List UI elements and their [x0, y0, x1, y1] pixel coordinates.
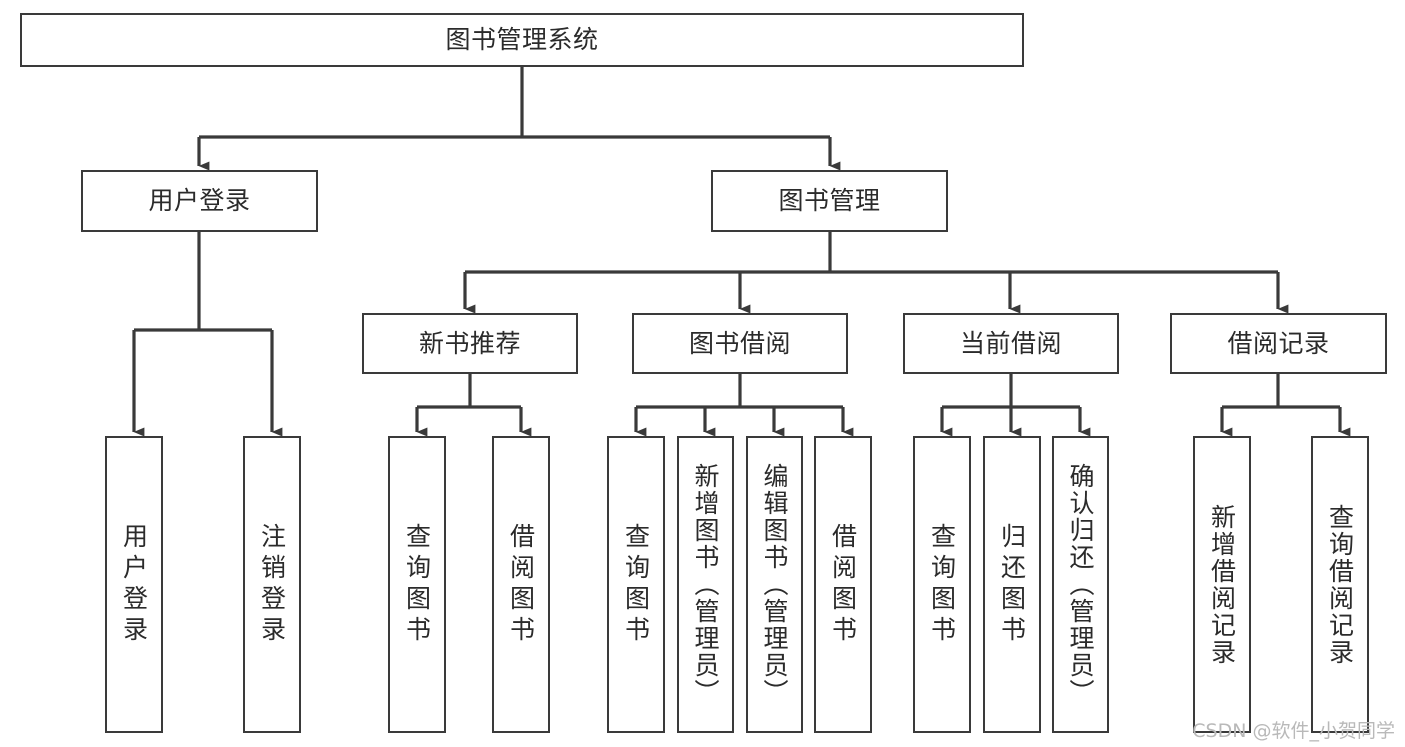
- node-root-book-management-system[interactable]: 图书管理系统: [20, 13, 1024, 67]
- node-label: 图书管理: [778, 186, 881, 215]
- node-label: 新增借阅记录: [1207, 503, 1237, 666]
- leaf-add-borrow-record[interactable]: 新增借阅记录: [1193, 436, 1251, 733]
- node-label: 用户登录: [119, 522, 149, 647]
- node-label: 归还图书: [997, 522, 1027, 647]
- leaf-confirm-return-admin[interactable]: 确认归还（管理员）: [1052, 436, 1109, 733]
- node-label: 图书管理系统: [445, 25, 599, 54]
- node-label: 新增图书（管理员）: [691, 463, 720, 706]
- node-book-management[interactable]: 图书管理: [711, 170, 948, 232]
- leaf-query-book-current[interactable]: 查询图书: [913, 436, 971, 733]
- node-book-borrow[interactable]: 图书借阅: [632, 313, 848, 374]
- node-label: 当前借阅: [959, 328, 1062, 358]
- node-label: 借阅记录: [1227, 328, 1330, 358]
- leaf-query-book-recommend[interactable]: 查询图书: [388, 436, 446, 733]
- leaf-borrow-book[interactable]: 借阅图书: [814, 436, 872, 733]
- leaf-query-book-borrow[interactable]: 查询图书: [607, 436, 665, 733]
- node-label: 借阅图书: [828, 522, 858, 647]
- csdn-watermark: CSDN @软件_小贺同学: [1192, 720, 1395, 742]
- node-label: 新书推荐: [418, 328, 521, 358]
- node-label: 注销登录: [257, 522, 287, 647]
- node-label: 查询图书: [927, 522, 957, 647]
- node-borrow-record[interactable]: 借阅记录: [1170, 313, 1387, 374]
- leaf-query-borrow-record[interactable]: 查询借阅记录: [1311, 436, 1369, 733]
- node-label: 用户登录: [148, 186, 251, 215]
- node-user-login[interactable]: 用户登录: [81, 170, 318, 232]
- leaf-user-login[interactable]: 用户登录: [105, 436, 163, 733]
- leaf-return-book[interactable]: 归还图书: [983, 436, 1041, 733]
- node-label: 借阅图书: [506, 522, 536, 647]
- node-label: 查询图书: [402, 522, 432, 647]
- node-new-book-recommend[interactable]: 新书推荐: [362, 313, 578, 374]
- node-label: 图书借阅: [688, 328, 791, 358]
- node-label: 查询借阅记录: [1325, 503, 1355, 666]
- leaf-logout[interactable]: 注销登录: [243, 436, 301, 733]
- node-current-borrow[interactable]: 当前借阅: [903, 313, 1119, 374]
- node-label: 查询图书: [621, 522, 651, 647]
- node-label: 确认归还（管理员）: [1066, 463, 1095, 706]
- leaf-edit-book-admin[interactable]: 编辑图书（管理员）: [746, 436, 803, 733]
- node-label: 编辑图书（管理员）: [760, 463, 789, 706]
- leaf-add-book-admin[interactable]: 新增图书（管理员）: [677, 436, 734, 733]
- leaf-borrow-book-recommend[interactable]: 借阅图书: [492, 436, 550, 733]
